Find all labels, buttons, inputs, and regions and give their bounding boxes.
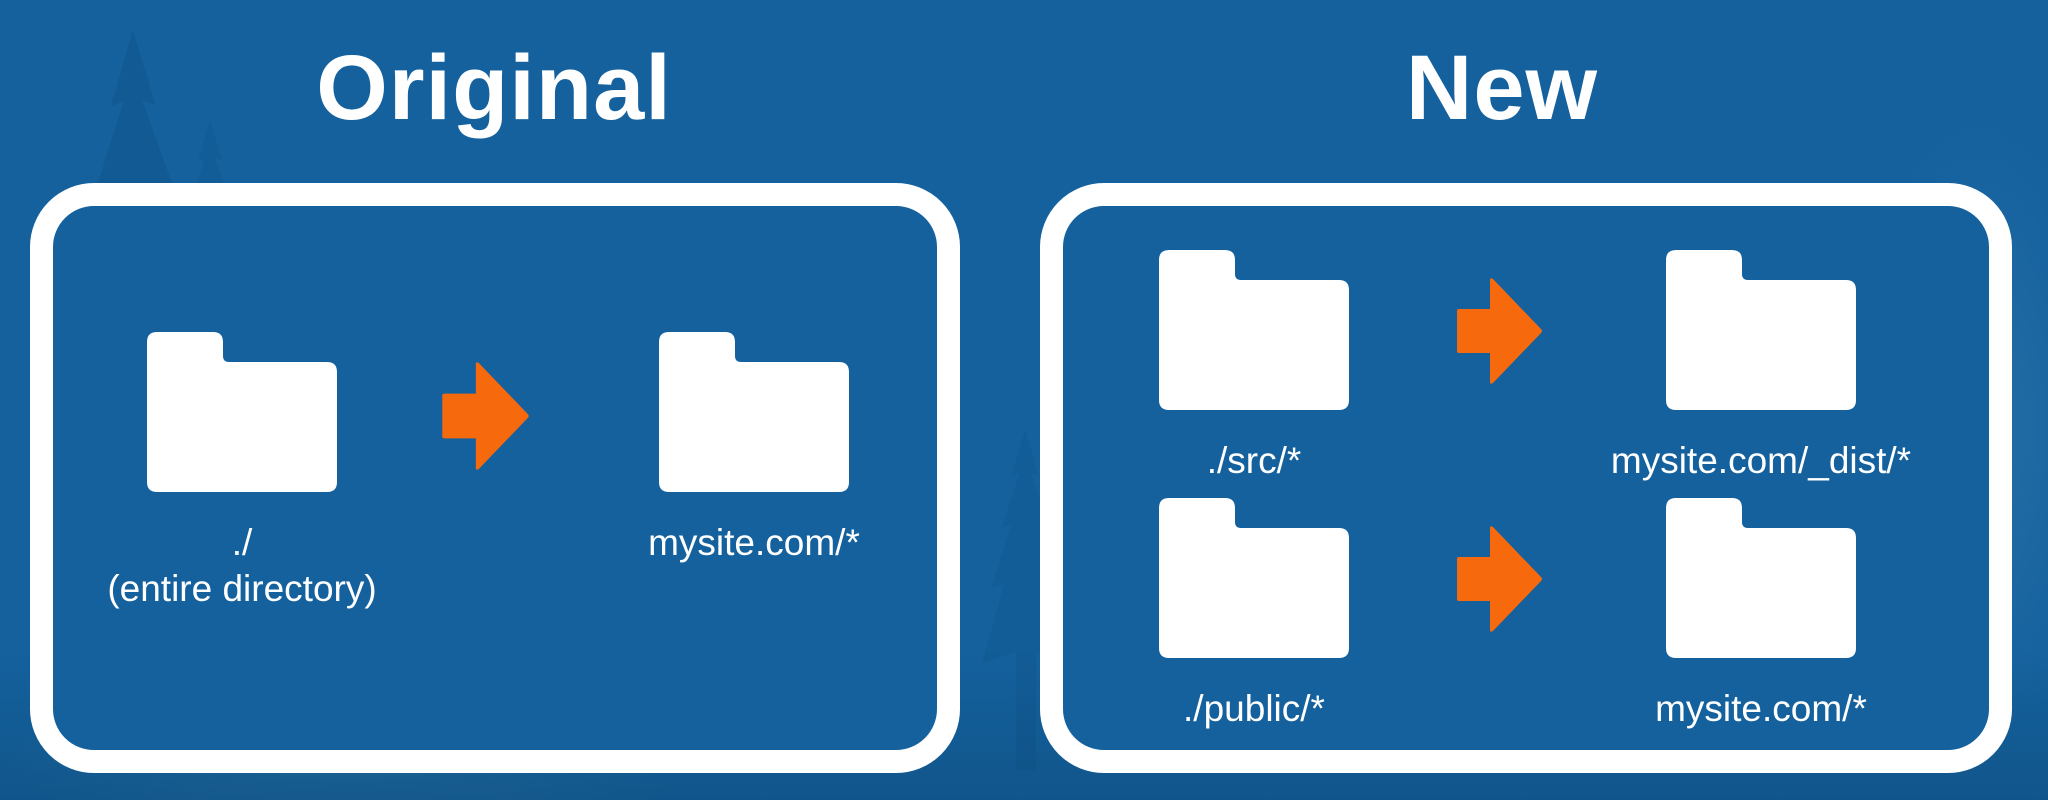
right-arrow-icon — [1455, 272, 1543, 390]
new-target-folder-root: mysite.com/* — [1571, 498, 1951, 732]
new-target-folder-dist: mysite.com/_dist/* — [1571, 250, 1951, 484]
new-target-label-dist: mysite.com/_dist/* — [1610, 440, 1912, 481]
new-source-label-public: ./public/* — [1183, 688, 1325, 729]
new-source-folder-src: ./src/* — [1064, 250, 1444, 484]
original-source-folder: ./ (entire directory) — [52, 332, 432, 612]
right-arrow-icon — [1455, 520, 1543, 638]
original-source-sublabel: (entire directory) — [107, 568, 377, 609]
folder-icon — [1159, 498, 1349, 658]
folder-icon — [1666, 250, 1856, 410]
original-panel-title: Original — [316, 37, 672, 139]
new-source-label-src: ./src/* — [1206, 440, 1302, 481]
folder-icon — [147, 332, 337, 492]
new-panel-box: ./src/* mysite.com/_dist/* ./public/* my… — [1040, 183, 2012, 773]
folder-icon — [659, 332, 849, 492]
original-target-label: mysite.com/* — [648, 522, 860, 563]
original-panel-box: ./ (entire directory) mysite.com/* — [30, 183, 960, 773]
right-arrow-icon — [440, 356, 530, 476]
original-source-label: ./ — [231, 522, 253, 563]
original-target-folder: mysite.com/* — [564, 332, 944, 566]
new-panel-title: New — [1405, 37, 1599, 139]
new-target-label-root: mysite.com/* — [1655, 688, 1867, 729]
folder-icon — [1666, 498, 1856, 658]
new-source-folder-public: ./public/* — [1064, 498, 1444, 732]
folder-icon — [1159, 250, 1349, 410]
